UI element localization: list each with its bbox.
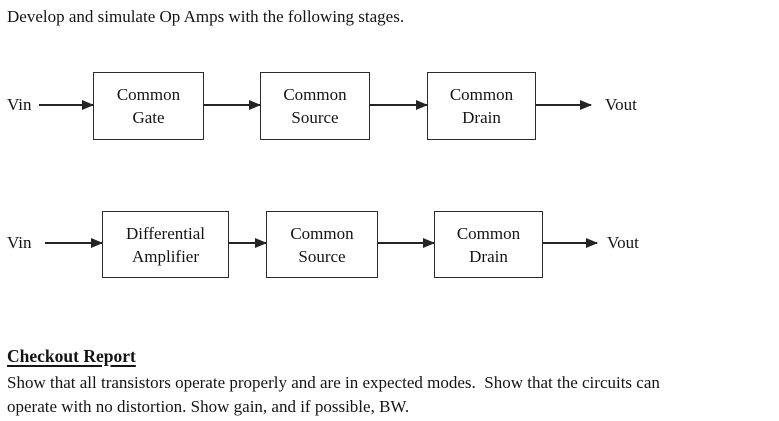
flow-arrow-icon: [45, 242, 102, 244]
stage-box-common-source: Common Source: [266, 211, 378, 278]
input-label-vin: Vin: [7, 95, 32, 114]
output-label-vout: Vout: [607, 233, 639, 252]
stage-box-common-drain: Common Drain: [434, 211, 543, 278]
stage-label-line: Common: [449, 85, 514, 104]
flow-arrow-icon: [378, 242, 434, 244]
stage-box-common-source: Common Source: [260, 72, 370, 140]
flow-arrow-icon: [536, 104, 591, 106]
flow-arrow-icon: [543, 242, 597, 244]
stage-label-line: Drain: [462, 108, 501, 127]
checkout-body-line-1: Show that all transistors operate proper…: [7, 373, 660, 392]
stage-box-common-drain: Common Drain: [427, 72, 536, 140]
checkout-report-heading: Checkout Report: [7, 346, 136, 366]
stage-label-line: Common: [116, 85, 181, 104]
stage-box-common-gate: Common Gate: [93, 72, 204, 140]
stage-label-line: Drain: [469, 246, 508, 266]
stage-label-line: Amplifier: [131, 246, 200, 266]
stage-box-differential-amplifier: Differential Amplifier: [102, 211, 229, 278]
input-label-vin: Vin: [7, 233, 32, 252]
checkout-body-line-2: operate with no distortion. Show gain, a…: [7, 397, 410, 416]
stage-label-line: Common: [290, 223, 354, 243]
page-title: Develop and simulate Op Amps with the fo…: [7, 7, 405, 26]
stage-label-line: Source: [291, 108, 339, 127]
stage-label-line: Common: [456, 223, 521, 243]
stage-label-line: Differential: [126, 223, 205, 243]
flow-arrow-icon: [204, 104, 260, 106]
output-label-vout: Vout: [605, 95, 637, 114]
flow-arrow-icon: [370, 104, 427, 106]
stage-label-line: Gate: [132, 108, 165, 127]
stage-label-line: Common: [283, 85, 347, 104]
flow-arrow-icon: [39, 104, 93, 106]
stage-label-line: Source: [298, 246, 346, 266]
flow-arrow-icon: [229, 242, 266, 244]
